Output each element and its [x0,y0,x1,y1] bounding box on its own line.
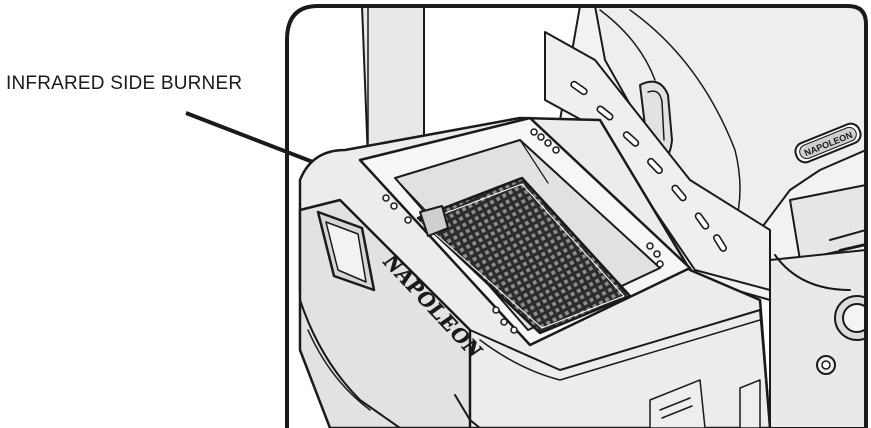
detail-frame [285,4,868,428]
control-panel [769,249,866,428]
burner-bracket [419,205,449,237]
mounting-screws [382,128,664,334]
side-shelf [544,31,771,291]
igniter-button [816,355,836,375]
shelf-vent-slots [570,80,727,252]
callout-label: INFRARED SIDE BURNER [6,73,243,94]
brand-badge: NAPOLEON [794,122,862,164]
infrared-burner-tile [416,176,632,335]
